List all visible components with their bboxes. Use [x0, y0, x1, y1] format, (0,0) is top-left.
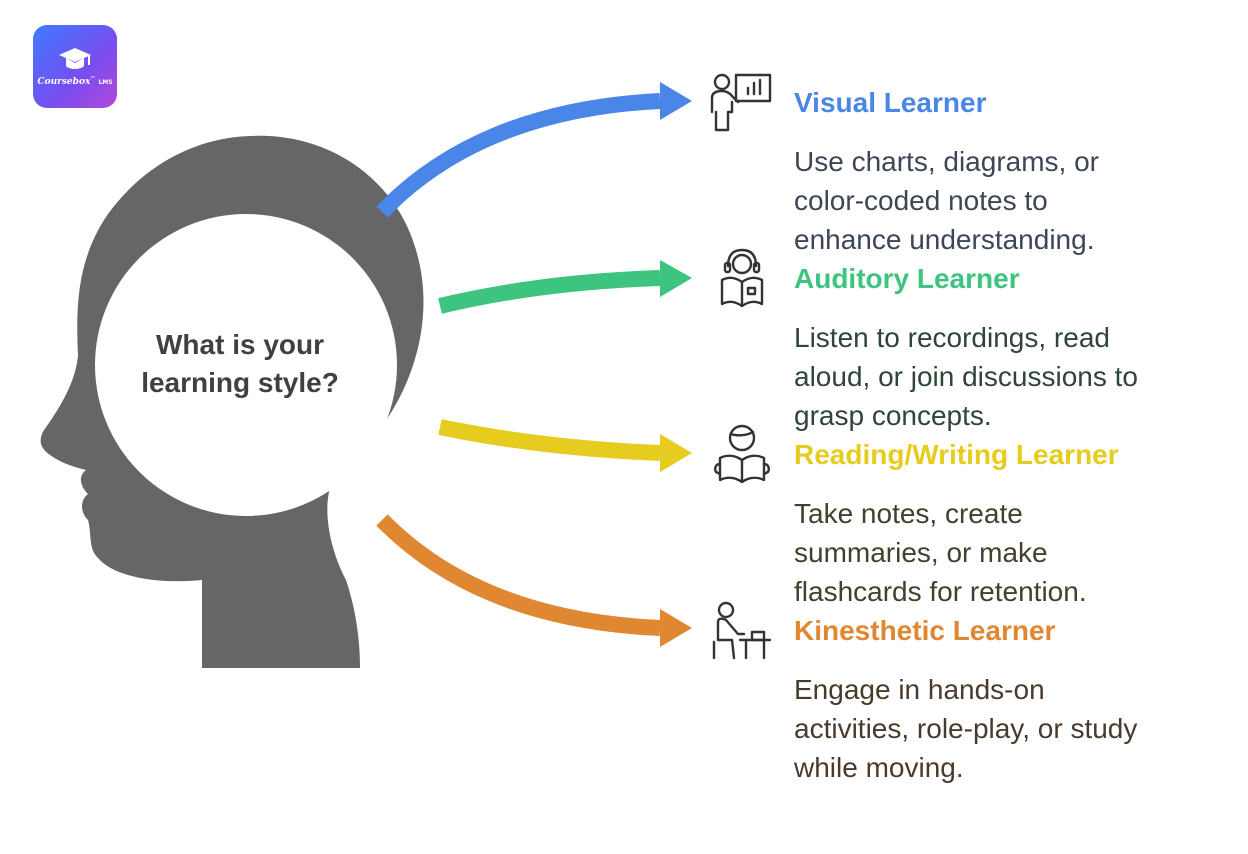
kinesthetic-learner-title: Kinesthetic Learner: [794, 615, 1056, 646]
description-line: enhance understanding.: [794, 224, 1095, 255]
description-line: summaries, or make: [794, 537, 1048, 568]
headphones-reader-icon: [720, 248, 764, 308]
reading-writing-learner-title: Reading/Writing Learner: [794, 439, 1119, 470]
desk-worker-icon: [712, 601, 772, 660]
head-inner-circle: [95, 214, 397, 516]
reading-writing-learner-description: Take notes, create summaries, or make fl…: [794, 494, 1214, 611]
presenter-chart-icon: [710, 73, 772, 132]
auditory-learner-description: Listen to recordings, read aloud, or joi…: [794, 318, 1214, 435]
arrow-kinesthetic: [376, 514, 661, 636]
arrowhead-visual: [660, 82, 692, 120]
arrow-visual: [376, 93, 661, 218]
description-line: flashcards for retention.: [794, 576, 1087, 607]
logo-suffix: LMS: [98, 79, 113, 86]
visual-learner-title: Visual Learner: [794, 87, 987, 118]
logo-text: Coursebox™ LMS: [37, 76, 112, 87]
description-line: Listen to recordings, read: [794, 322, 1110, 353]
description-line: aloud, or join discussions to: [794, 361, 1138, 392]
center-question: What is your learning style?: [141, 329, 339, 398]
logo-name: Coursebox: [37, 77, 91, 87]
description-line: grasp concepts.: [794, 400, 992, 431]
arrowhead-reading-writing: [660, 434, 692, 472]
arrowhead-auditory: [660, 260, 692, 297]
description-line: Use charts, diagrams, or: [794, 146, 1099, 177]
description-line: color-coded notes to: [794, 185, 1048, 216]
description-line: activities, role-play, or study: [794, 713, 1138, 744]
kinesthetic-learner-description: Engage in hands-on activities, role-play…: [794, 670, 1214, 787]
auditory-learner-title: Auditory Learner: [794, 263, 1020, 294]
description-line: Take notes, create: [794, 498, 1023, 529]
description-line: while moving.: [794, 752, 964, 783]
description-line: Engage in hands-on: [794, 674, 1045, 705]
arrow-auditory: [438, 270, 661, 314]
arrow-reading-writing: [438, 419, 661, 461]
coursebox-logo: Coursebox™ LMS: [33, 25, 117, 108]
book-reader-icon: [714, 424, 770, 484]
graduation-cap-icon: [59, 48, 91, 69]
arrowhead-kinesthetic: [660, 609, 692, 647]
visual-learner-description: Use charts, diagrams, or color-coded not…: [794, 142, 1214, 259]
logo-trademark: ™: [90, 76, 96, 82]
